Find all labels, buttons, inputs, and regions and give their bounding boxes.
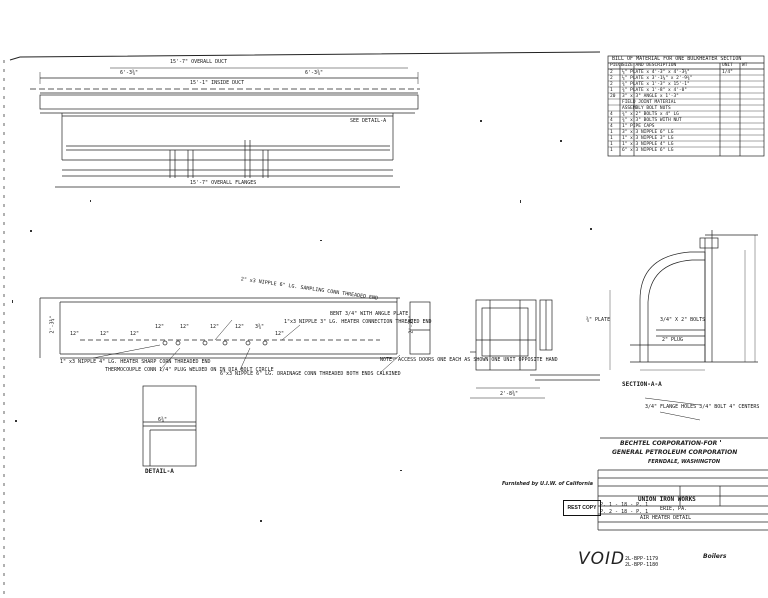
bom-cell: 2 bbox=[610, 69, 613, 75]
title-city: ERIE, PA. bbox=[660, 506, 688, 512]
bom-cell: 1/4" bbox=[722, 69, 733, 75]
note-label: NOTE- ACCESS DOORS ONE EACH AS SHOWN ONE… bbox=[380, 357, 558, 363]
see-detail-label: SEE DETAIL-A bbox=[350, 118, 387, 124]
left-dim-label: 6'-3¾" bbox=[120, 70, 139, 76]
plan-dim-bottom: 2'-8¾" bbox=[500, 391, 519, 397]
bom-cell: ¾" x 3" BOLTS WITH NUT bbox=[622, 117, 682, 123]
bom-cell: 1 bbox=[610, 135, 613, 141]
bom-title: BILL OF MATERIAL FOR ONE BULKHEATER SECT… bbox=[612, 56, 742, 62]
bom-header-cell: PIECE bbox=[610, 63, 624, 68]
bom-cell: 6" x 3 NIPPLE 6" LG bbox=[622, 147, 674, 153]
spacing-label: 3¾" bbox=[255, 324, 265, 330]
bom-cell: 1 bbox=[610, 129, 613, 135]
section-flange-label: 3/4" FLANGE HOLES 3/4" BOLT 4" CENTERS bbox=[645, 404, 760, 410]
bom-cell: 1" PIPE CAPS bbox=[622, 123, 655, 129]
section-plug-label: 2" PLUG bbox=[662, 337, 684, 343]
bom-cell: 3" x 3" ANGLE x 1'-3" bbox=[622, 93, 679, 99]
title-manufacturer: UNION IRON WORKS bbox=[638, 496, 696, 503]
bom-cell: 1" x 3 NIPPLE 4" LG bbox=[622, 141, 674, 147]
title-company: BECHTEL CORPORATION-FOR bbox=[620, 440, 718, 447]
bom-cell: 1 bbox=[610, 87, 613, 93]
title-client: GENERAL PETROLEUM CORPORATION bbox=[612, 449, 738, 456]
bom-cell: ¾" PLATE x 1'-3" x 15'-1" bbox=[622, 81, 690, 87]
ref-number: 2L-BPP-1179 bbox=[625, 556, 659, 562]
bom-header-cell: UNIT bbox=[722, 63, 733, 68]
bom-cell: 4 bbox=[610, 117, 613, 123]
nipple-b-label: 1"x3 NIPPLE 3" LG. HEATER CONNECTION THR… bbox=[284, 319, 432, 325]
spacing-label: 12" bbox=[100, 331, 110, 337]
bom-cell: ¼" PLATE x 4'-3" x 4'-3¾" bbox=[622, 69, 690, 75]
nipple-c-label: 1" x3 NIPPLE 4" LG. HEATER SHARP CORN TH… bbox=[60, 359, 211, 365]
spacing-label: 12" bbox=[275, 331, 285, 337]
angle-plate-label: BENT 3/4" WITH ANGLE PLATE bbox=[330, 311, 409, 317]
inside-duct-label: 15'-1" INSIDE DUCT bbox=[190, 80, 245, 86]
bom-cell: 2 bbox=[610, 75, 613, 81]
bom-cell: 3" x 3 NIPPLE 6" LG bbox=[622, 129, 674, 135]
bom-cell: 1 bbox=[610, 141, 613, 147]
section-plate-label: ¾" PLATE bbox=[586, 317, 611, 323]
section-title: SECTION-A-A bbox=[622, 381, 662, 388]
bom-cell: 4 bbox=[610, 111, 613, 117]
small-ref: P. 1 - 18 - P. 1 bbox=[600, 502, 649, 508]
bom-cell: 1" x 3 NIPPLE 3" LG bbox=[622, 135, 674, 141]
nipple-d-label: 6"x3 NIPPLE 6" LG. DRAINAGE CONN THREADE… bbox=[220, 371, 401, 377]
boilers-label: Boilers bbox=[703, 553, 727, 560]
plan-dim-left: 2'-3¾" bbox=[49, 315, 56, 334]
title-location: FERNDALE, WASHINGTON bbox=[648, 459, 721, 465]
spacing-label: 12" bbox=[180, 324, 190, 330]
thermocouple-label: THERMOCOUPLE CONN 1/4" PLUG WELDED ON IN… bbox=[105, 367, 274, 373]
detail-dim: 6¾" bbox=[158, 417, 168, 423]
title-drawing: AIR HEATER DETAIL bbox=[640, 515, 692, 521]
bom-cell: ¼" PLATE x 3'-1⅝" x 2'-9¾" bbox=[622, 75, 693, 81]
small-ref: P. 2 - 18 - P. 1 bbox=[600, 509, 649, 515]
detail-title: DETAIL-A bbox=[145, 468, 174, 475]
bom-cell: ¾" x 2" BOLTS x 4" LG bbox=[622, 111, 679, 117]
bom-cell: ¾" PLATE x 1'-8" x 4'-0" bbox=[622, 87, 688, 93]
section-bolts-label: 3/4" X 2" BOLTS bbox=[660, 317, 706, 323]
furnished-label: Furnished by U.I.W. of California bbox=[502, 481, 594, 487]
spacing-label: 12" bbox=[155, 324, 165, 330]
void-stamp: VOID bbox=[578, 549, 626, 569]
bom-cell: 2 bbox=[610, 81, 613, 87]
rest-copy-stamp: REST COPY bbox=[563, 500, 601, 516]
spacing-label: 12" bbox=[235, 324, 245, 330]
ref-number: 2L-BPP-1180 bbox=[625, 562, 659, 568]
right-dim-label: 6'-3¾" bbox=[305, 70, 324, 76]
overall-flanges-label: 15'-7" OVERALL FLANGES bbox=[190, 180, 257, 186]
overall-duct-label: 15'-7" OVERALL DUCT bbox=[170, 59, 228, 65]
plan-dim-right: 2'-3¾" bbox=[408, 315, 415, 334]
bom-cell: 1 bbox=[610, 147, 613, 153]
bom-header-cell: SIZE AND DESCRIPTION bbox=[622, 63, 677, 68]
spacing-label: 12" bbox=[210, 324, 220, 330]
bom-header-cell: WT bbox=[742, 63, 748, 68]
bom-cell: FIELD JOINT MATERIAL bbox=[622, 99, 677, 105]
bom-cell: 4 bbox=[610, 123, 613, 129]
bom-cell: 20 bbox=[610, 93, 616, 99]
bom-cell: ASSEMBLY BOLT NUTS bbox=[622, 105, 671, 111]
spacing-label: 12" bbox=[130, 331, 140, 337]
spacing-label: 12" bbox=[70, 331, 80, 337]
